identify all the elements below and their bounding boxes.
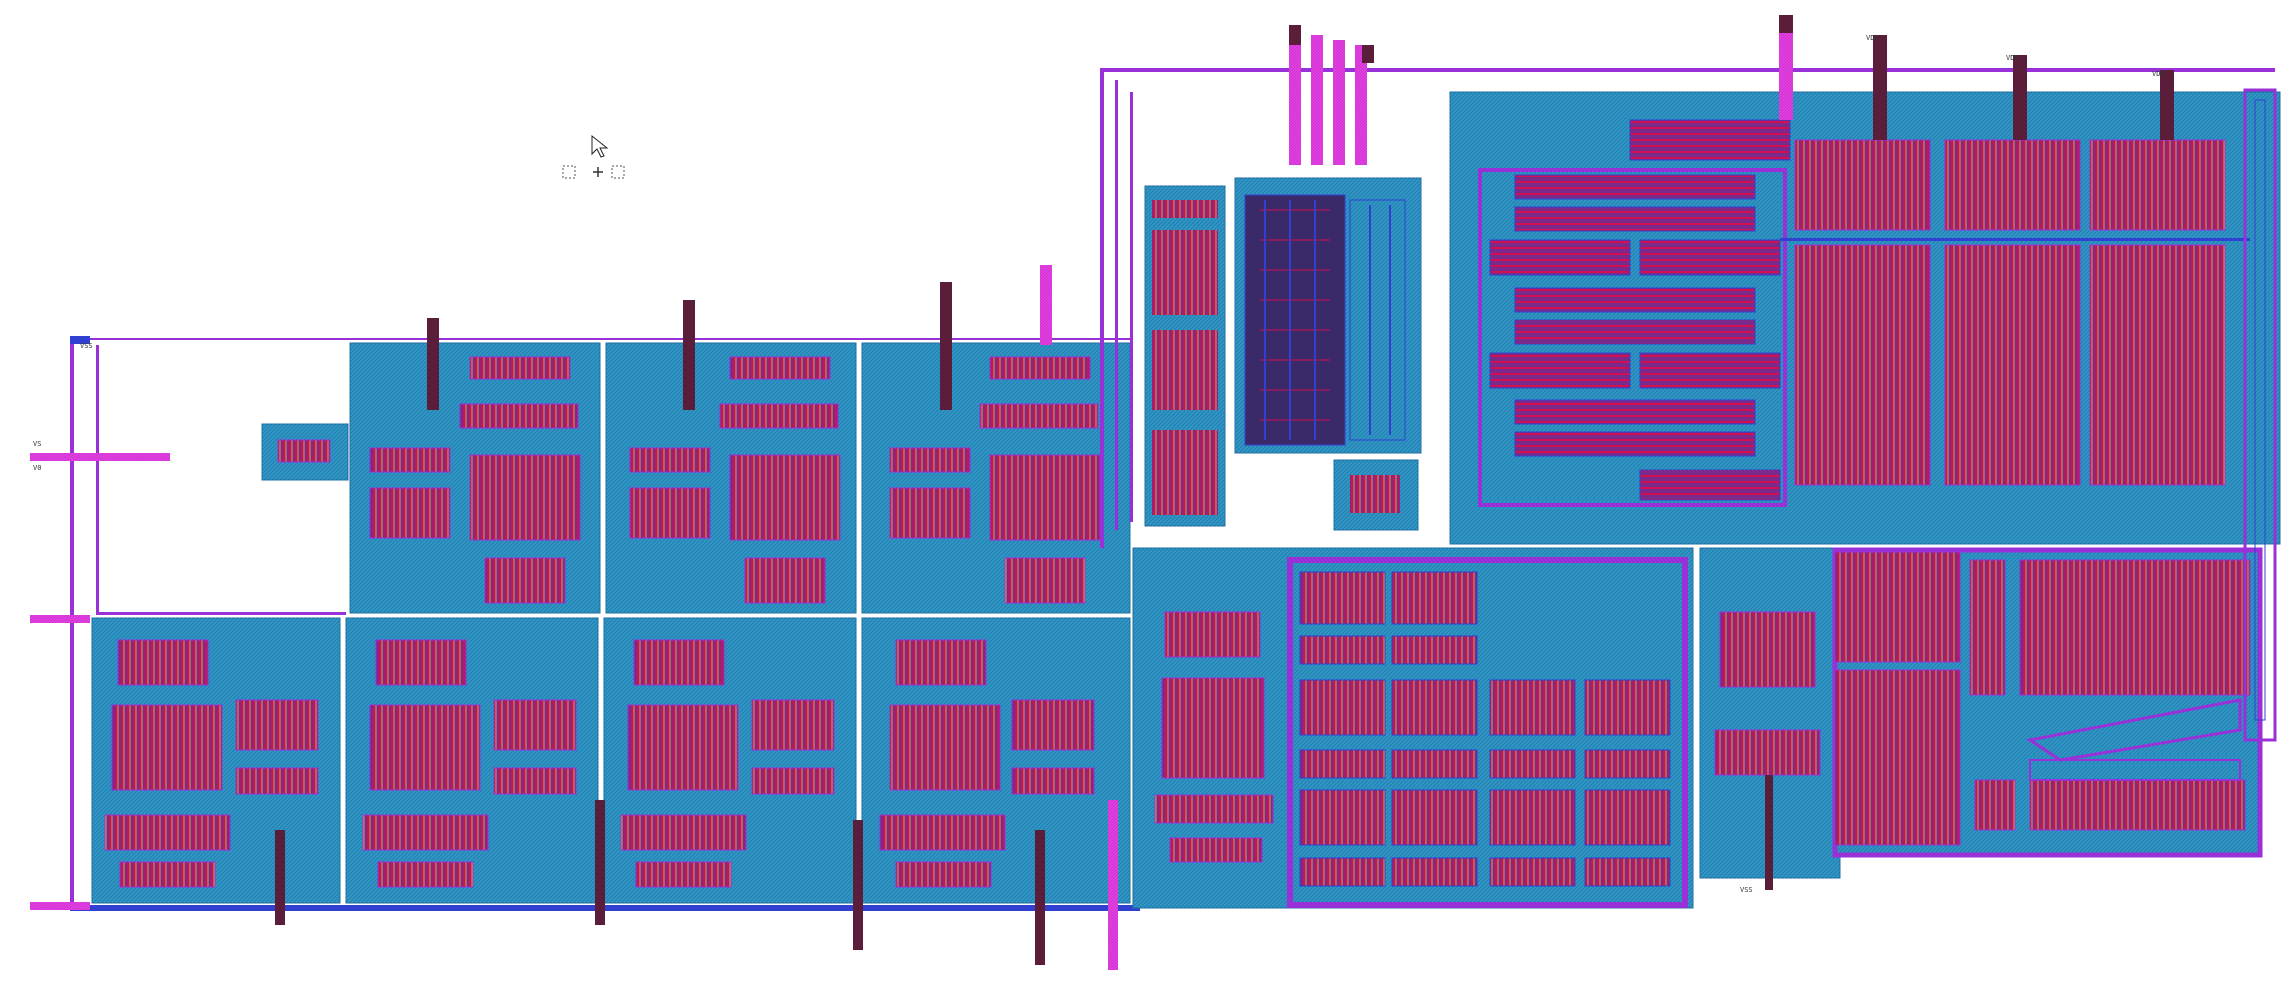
right-main-block <box>1449 15 2281 545</box>
bottom-center-block <box>1132 547 1841 909</box>
svg-text:VDD: VDD <box>1866 34 1879 42</box>
svg-text:V0: V0 <box>33 464 41 472</box>
right-pin-labels: VDD VDD VDD VSS <box>1740 34 2165 894</box>
select-box-icon[interactable] <box>562 165 625 179</box>
svg-text:VSS: VSS <box>80 342 93 350</box>
svg-text:VDD: VDD <box>2006 54 2019 62</box>
move-cross-icon[interactable] <box>593 167 603 177</box>
left-pin-labels: VSS VS V0 <box>33 342 93 472</box>
left-bottom-transistors <box>104 639 1095 888</box>
left-top-transistors <box>369 356 1101 604</box>
svg-text:VDD: VDD <box>2152 70 2165 78</box>
center-logic-block <box>1100 25 2275 548</box>
lower-right-block <box>1832 88 2277 858</box>
cursor-arrow-icon <box>591 134 609 158</box>
svg-text:VSS: VSS <box>1740 886 1753 894</box>
left-pin-straps <box>30 265 1118 970</box>
svg-text:VS: VS <box>33 440 41 448</box>
